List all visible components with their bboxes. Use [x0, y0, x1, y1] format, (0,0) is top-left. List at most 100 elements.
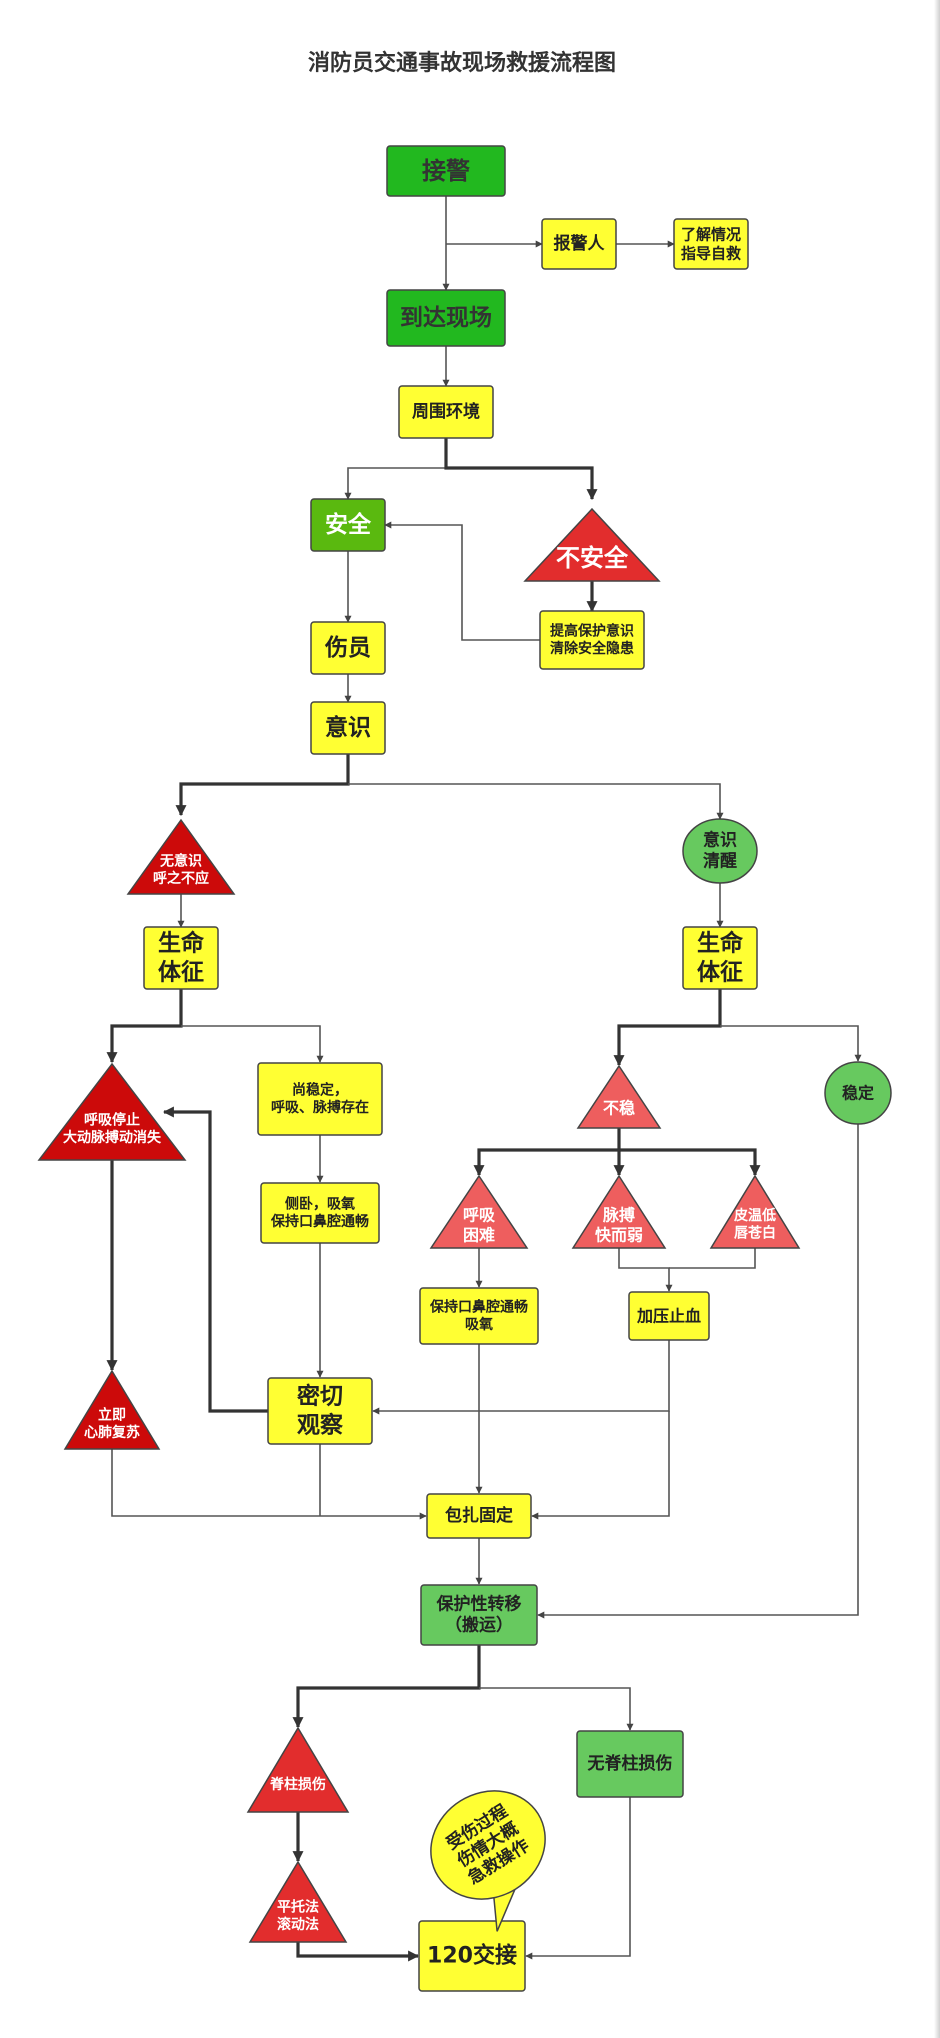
- node-shape-circle: [824, 1061, 892, 1125]
- node-shape-triangle: [709, 1174, 801, 1249]
- edge-nospinal-to-handover: [525, 1797, 631, 1960]
- node-bandage-fix: 包扎固定: [426, 1493, 532, 1539]
- node-label-line: 保持口鼻腔通畅: [429, 1298, 528, 1315]
- diagram-title: 消防员交通事故现场救援流程图: [308, 50, 616, 76]
- node-label-line: 周围环境: [412, 401, 480, 422]
- node-label-line: 密切: [297, 1383, 343, 1410]
- edge-bleeding-to-observe: [372, 1340, 670, 1415]
- node-shape-rect: [260, 1182, 380, 1244]
- node-shape-rect: [539, 610, 645, 670]
- node-shape-rect: [420, 1584, 538, 1646]
- node-shape-rect: [310, 621, 386, 675]
- node-shape-triangle: [126, 818, 236, 895]
- node-shape-triangle: [248, 1860, 348, 1943]
- edge-consciousness-to-conscious: [348, 783, 724, 820]
- node-label-line: 意识: [325, 714, 371, 741]
- node-label-line: 指导自救: [681, 244, 741, 262]
- node-label-line: 体征: [158, 959, 204, 985]
- node-shape-rect: [386, 289, 506, 347]
- node-handover-120: 120交接: [418, 1920, 526, 1992]
- node-shape-rect: [386, 145, 506, 197]
- node-label-line: 了解情况: [681, 226, 741, 244]
- node-label-line: 唇苍白: [734, 1225, 776, 1242]
- node-label-line: 平托法: [277, 1899, 319, 1916]
- node-shape-triangle: [523, 507, 661, 582]
- node-label-line: 呼吸: [463, 1205, 496, 1224]
- edge-transfer-to-nospinal: [479, 1687, 634, 1731]
- edge-unstable-to-skin: [619, 1148, 761, 1177]
- node-no-spinal-injury: 无脊柱损伤: [576, 1730, 684, 1798]
- node-label-line: 大动脉搏动消失: [63, 1129, 162, 1146]
- edge-vitalright-to-stable: [720, 1025, 862, 1062]
- node-press-bleeding: 加压止血: [628, 1291, 710, 1341]
- node-shape-triangle: [576, 1064, 662, 1129]
- node-shape-rect: [576, 1730, 684, 1798]
- edge-cpr-to-bandage: [111, 1449, 427, 1520]
- callout-bubble-shape: [430, 1790, 546, 1932]
- edge-observe-to-nobreath: [162, 1106, 268, 1413]
- node-shape-circle: [682, 818, 758, 884]
- node-label-line: 观察: [297, 1411, 344, 1438]
- edge-unstable-to-breathing: [473, 1128, 621, 1177]
- edge-eliminate-to-safe: [384, 521, 540, 641]
- edge-transfer-to-spinal: [292, 1645, 481, 1729]
- node-unsafe: 不安全: [523, 507, 661, 582]
- edge-consciousness-to-unconscious: [175, 754, 350, 817]
- edge-stable-to-transfer: [537, 1124, 859, 1619]
- edge-vitalleft-to-stable: [181, 1025, 324, 1063]
- node-shape-triangle: [37, 1062, 187, 1161]
- edge-flatroll-to-handover: [296, 1942, 420, 1962]
- node-label-line: 生命: [158, 930, 205, 957]
- node-label-line: 呼吸停止: [84, 1112, 140, 1129]
- edge-surroundings-to-unsafe: [444, 438, 598, 501]
- node-label-line: 生命: [697, 930, 744, 957]
- node-label-line: 脉搏: [602, 1205, 635, 1224]
- node-shape-triangle: [429, 1174, 529, 1249]
- node-label-line: 加压止血: [636, 1307, 701, 1326]
- flow-connectors: [106, 196, 862, 1962]
- node-label-line: 稳定: [842, 1084, 874, 1103]
- node-reporter: 报警人: [541, 218, 617, 270]
- node-label-line: 保护性转移: [436, 1593, 522, 1614]
- node-label-line: 呼之不应: [153, 870, 209, 887]
- node-consciousness: 意识: [310, 701, 386, 755]
- node-shape-rect: [257, 1062, 383, 1136]
- node-shape-rect: [310, 498, 386, 552]
- node-label-line: 无意识: [159, 853, 202, 870]
- edge-pulse-skin-to-bleeding: [618, 1248, 673, 1292]
- node-shape-rect: [628, 1291, 710, 1341]
- node-label-line: 无脊柱损伤: [587, 1753, 673, 1774]
- node-shape-rect: [673, 218, 749, 270]
- node-label-line: （搬运）: [445, 1615, 513, 1636]
- node-label-line: 滚动法: [277, 1916, 319, 1933]
- node-receive-alarm: 接警: [386, 145, 506, 197]
- node-still-stable: 尚稳定，呼吸、脉搏存在: [257, 1062, 383, 1136]
- node-shape-triangle: [571, 1174, 667, 1249]
- node-label-line: 意识: [703, 829, 737, 850]
- node-label-line: 120交接: [427, 1943, 517, 1969]
- edge-surroundings-to-safe: [344, 438, 447, 500]
- node-label-line: 尚稳定，: [292, 1081, 348, 1098]
- node-label-line: 脊柱损伤: [269, 1776, 326, 1793]
- node-label-line: 报警人: [554, 233, 606, 254]
- node-label-line: 吸氧: [465, 1316, 493, 1333]
- node-label-line: 到达现场: [400, 305, 492, 331]
- callout-ellipse: [430, 1790, 546, 1900]
- node-shape-rect: [267, 1377, 373, 1445]
- node-stable: 稳定: [824, 1061, 892, 1125]
- edge-vitalright-to-unstable: [613, 989, 722, 1067]
- edge-bleeding-to-bandage: [531, 1411, 670, 1520]
- node-arrive-scene: 到达现场: [386, 289, 506, 347]
